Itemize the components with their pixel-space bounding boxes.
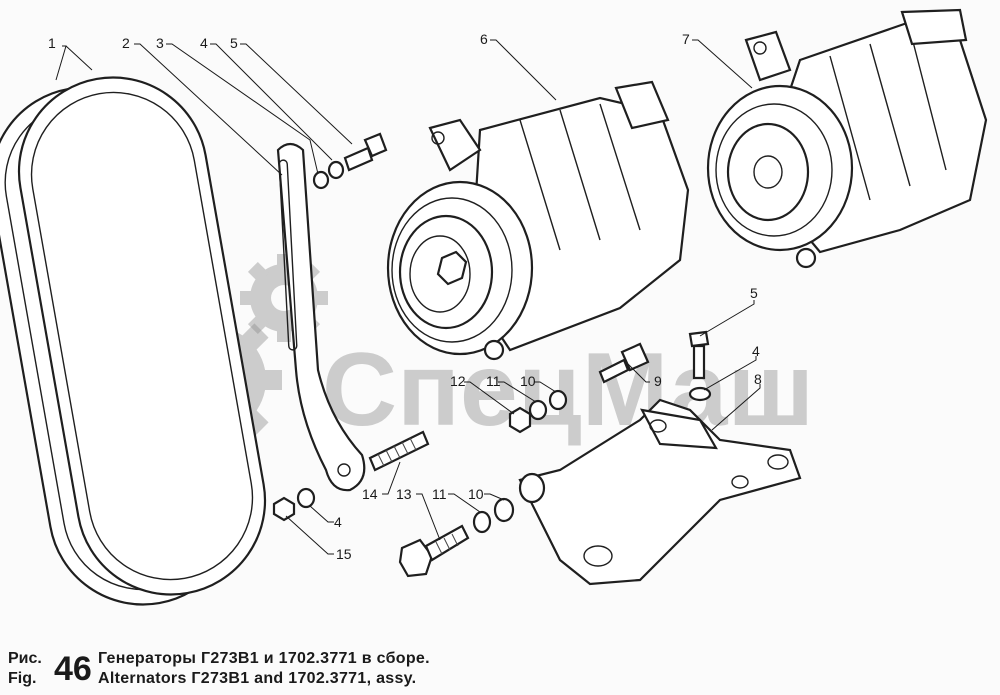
small-bolt	[598, 342, 650, 384]
mounting-bracket	[518, 398, 802, 586]
callout-9: 9	[654, 373, 662, 389]
alternator-1702-3771	[706, 8, 988, 269]
lower-left-nut-and-washer	[272, 487, 316, 522]
callout-4-upper: 4	[200, 35, 208, 51]
callout-2: 2	[122, 35, 130, 51]
callout-8: 8	[754, 371, 762, 387]
callout-7: 7	[682, 31, 690, 47]
right-bolt-and-washer	[688, 330, 712, 402]
callout-13: 13	[396, 486, 412, 502]
caption-title-en: Alternators Г273В1 and 1702.3771, assy.	[98, 670, 417, 687]
callout-14: 14	[362, 486, 378, 502]
alternator-g273v1	[386, 80, 690, 361]
stud	[368, 430, 430, 472]
callout-6: 6	[480, 31, 488, 47]
upper-bolt-and-washers	[312, 132, 388, 190]
v-belts	[0, 76, 267, 606]
callout-10-upper: 10	[520, 373, 536, 389]
callout-labels: 1 2 3 4 5 6 7 5 4 8 9 12 11 10 14 13 11 …	[48, 31, 762, 562]
callout-11-upper: 11	[486, 373, 501, 389]
middle-nut-and-washers	[508, 389, 568, 434]
leader-lines	[55, 39, 761, 555]
callout-11-lower: 11	[432, 486, 447, 502]
tension-bracket	[276, 142, 366, 492]
figure-number: 46	[54, 650, 92, 688]
callout-10-lower: 10	[468, 486, 484, 502]
lower-bolt-and-washers	[398, 497, 515, 578]
caption-title-ru: Генераторы Г273В1 и 1702.3771 в сборе.	[98, 650, 430, 667]
callout-1: 1	[48, 35, 56, 51]
callout-15: 15	[336, 546, 352, 562]
caption-prefix-ru: Рис.	[8, 650, 42, 667]
exploded-assembly-drawing: СпецМаш	[0, 8, 988, 606]
callout-5-upper: 5	[230, 35, 238, 51]
callout-4-lower: 4	[334, 514, 342, 530]
callout-4-right: 4	[752, 343, 760, 359]
caption-prefix-en: Fig.	[8, 670, 37, 687]
callout-3: 3	[156, 35, 164, 51]
figure-caption: Рис. Fig. 46 Генераторы Г273В1 и 1702.37…	[8, 648, 988, 692]
watermark-text: СпецМаш	[322, 332, 814, 448]
callout-5-right: 5	[750, 285, 758, 301]
callout-12: 12	[450, 373, 466, 389]
